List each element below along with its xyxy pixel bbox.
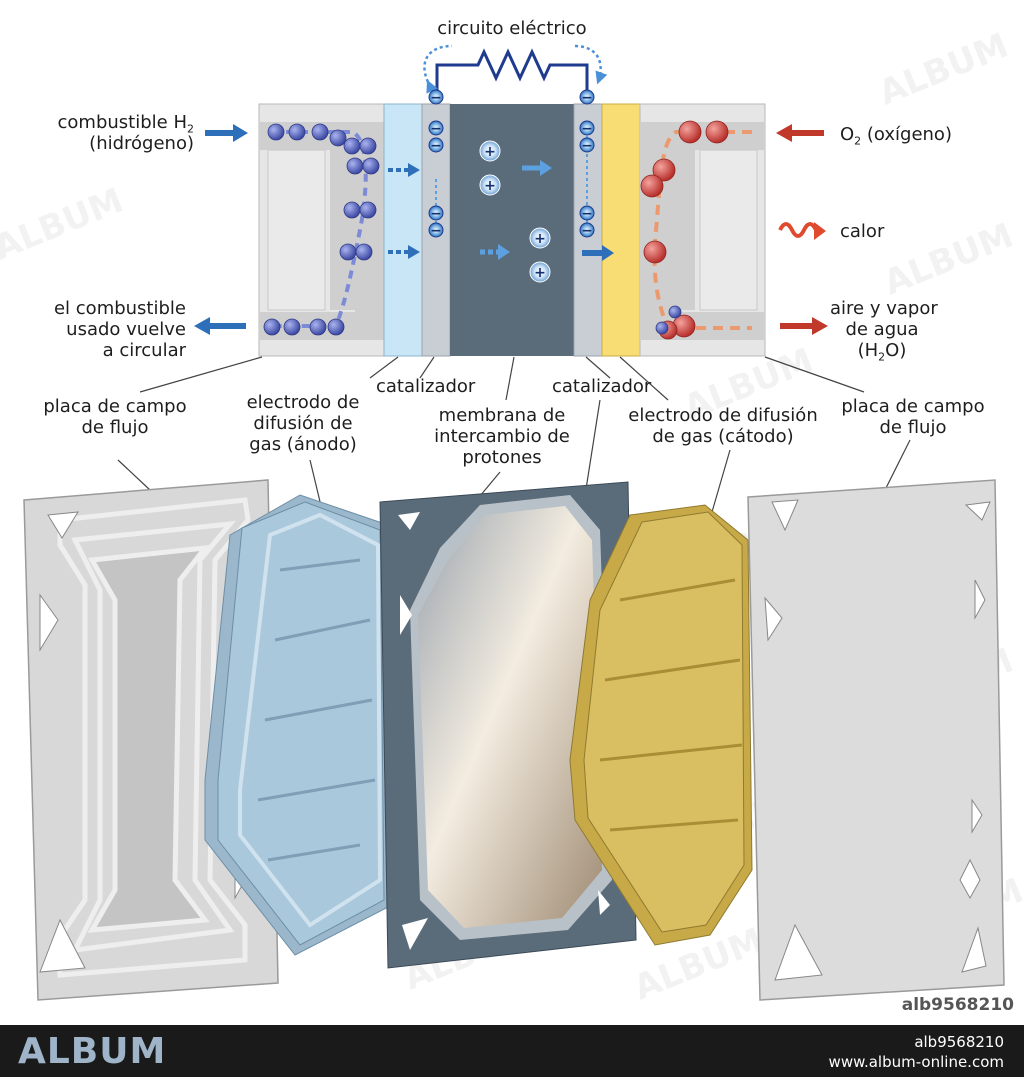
proton: + (479, 174, 501, 196)
svg-text:+: + (484, 178, 496, 194)
electric-circuit (423, 44, 608, 95)
electron: − (579, 137, 595, 154)
oxygen-path (652, 130, 752, 330)
protons: + + + + (479, 140, 551, 283)
svg-text:+: + (534, 265, 546, 281)
cell-schematic (258, 103, 766, 357)
hydrogen-input-label: combustible H2 (hidrógeno) (57, 112, 194, 154)
brand-logo[interactable]: ALBUM (18, 1031, 167, 1072)
electrons: − − − − − − − − − − (428, 89, 595, 239)
svg-text:−: − (430, 121, 442, 137)
electron: − (428, 120, 444, 137)
cathode-electrode-3d (569, 504, 753, 946)
image-id-corner: alb9568210 (901, 995, 1014, 1015)
proton: + (529, 261, 551, 283)
svg-text:−: − (581, 223, 593, 239)
water-hydrogen-atoms (655, 305, 682, 335)
heat-icon (778, 222, 826, 240)
plate-rib (699, 149, 758, 311)
electron-flow-arrow (574, 44, 608, 85)
electron: − (579, 89, 595, 106)
fuel-recirculation-arrow (194, 317, 246, 335)
resistor-wire (435, 48, 589, 95)
svg-text:−: − (581, 206, 593, 222)
watermark: ALBUM (873, 26, 1013, 114)
fuel-recirculation-label: el combustible usado vuelve a circular (53, 298, 186, 361)
left-flow-plate-3d (23, 479, 279, 1001)
electron: − (428, 222, 444, 239)
oxygen-label: O2 (oxígeno) (840, 124, 952, 148)
catalyst-left-label: catalizador (376, 376, 476, 397)
hydrogen-path (272, 130, 368, 328)
external-arrows (194, 124, 828, 335)
electron: − (579, 205, 595, 222)
svg-text:+: + (484, 144, 496, 160)
heat-label: calor (840, 221, 885, 242)
exhaust-label: aire y vapor de agua (H2O) (830, 298, 938, 364)
flow-plate-left-label: placa de campo de flujo (43, 396, 187, 438)
circuit-label: circuito eléctrico (437, 18, 587, 39)
leader-lines (117, 356, 911, 541)
cathode-electrode (601, 103, 641, 357)
watermark: ALBUM (878, 216, 1018, 304)
watermark: ALBUM (0, 181, 129, 269)
right-flow-plate-3d (747, 479, 1005, 1001)
image-id: alb9568210 (914, 1033, 1004, 1051)
anode-label: electrodo de difusión de gas (ánodo) (246, 392, 360, 455)
proton: + (479, 140, 501, 162)
electron: − (428, 205, 444, 222)
oxygen-input-arrow (776, 124, 824, 142)
fuel-cell-diagram: ALBUM ALBUM ALBUM ALBUM ALBUM ALBUM ALBU… (0, 18, 1024, 1015)
electron: − (579, 222, 595, 239)
svg-text:−: − (581, 138, 593, 154)
plate-rib (267, 149, 326, 311)
cathode-label: electrodo de difusión de gas (cátodo) (628, 405, 818, 447)
membrane-label: membrana de intercambio de protones (434, 405, 570, 468)
electron: − (428, 137, 444, 154)
svg-text:+: + (534, 231, 546, 247)
proton: + (529, 227, 551, 249)
site-url[interactable]: www.album-online.com (828, 1053, 1004, 1071)
electron: − (428, 89, 444, 106)
hydrogen-molecules (263, 123, 380, 336)
exhaust-arrow (780, 317, 828, 335)
footer-bar: ALBUM alb9568210 www.album-online.com (0, 1025, 1024, 1077)
electron-flow-arrow (423, 44, 453, 94)
channel (330, 122, 384, 340)
electron: − (579, 120, 595, 137)
membrane (450, 104, 574, 356)
svg-text:−: − (430, 138, 442, 154)
svg-text:−: − (581, 121, 593, 137)
catalyst-right-label: catalizador (552, 376, 652, 397)
flow-plate-right-label: placa de campo de flujo (841, 396, 985, 438)
anode-electrode (383, 103, 423, 357)
svg-text:−: − (581, 90, 593, 106)
hydrogen-input-arrow (205, 124, 248, 142)
svg-text:−: − (430, 223, 442, 239)
svg-text:−: − (430, 206, 442, 222)
channel (640, 122, 695, 340)
anode-electrode-3d (204, 494, 393, 956)
svg-text:−: − (430, 90, 442, 106)
membrane-3d (379, 481, 637, 969)
